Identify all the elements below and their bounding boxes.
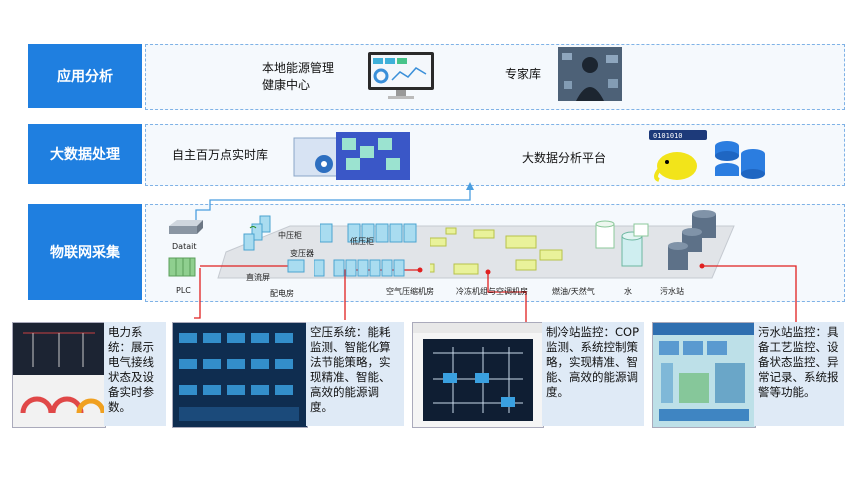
- realtime-db-label: 自主百万点实时库: [172, 148, 269, 162]
- power-system-screenshot: [12, 322, 106, 428]
- sewage-tanks: [664, 208, 724, 274]
- layer-label-text: 应用分析: [57, 69, 113, 85]
- plc-label: PLC: [176, 286, 191, 295]
- expert-image: [558, 47, 622, 101]
- hadoop-database-icon: 0101010: [645, 128, 775, 182]
- transformer-label: 变压器: [290, 249, 314, 258]
- layer-label-text: 大数据处理: [50, 147, 120, 163]
- fuel-gas-label: 燃油/天然气: [552, 287, 595, 296]
- low-voltage-cabinets: [313, 258, 414, 278]
- water-tanks: [590, 218, 660, 270]
- dc-screen-label: 直流屏: [246, 273, 270, 282]
- database-software-icon: [292, 132, 420, 182]
- medium-voltage-label: 中压柜: [278, 231, 302, 240]
- compressor-chiller-equipment: [419, 224, 580, 280]
- bigdata-platform-label: 大数据分析平台: [522, 151, 607, 165]
- air-compressor-desc: 空压系统：能耗监测、智能化算法节能策略，实现精准、智能、高效的能源调度。: [306, 322, 404, 426]
- layer-label-text: 物联网采集: [50, 245, 120, 261]
- air-compressor-room-label: 空气压缩机房: [386, 287, 434, 296]
- water-label: 水: [624, 287, 632, 296]
- sewage-station-desc: 污水站监控：具备工艺监控、设备状态监控、异常记录、系统报警等功能。: [754, 322, 844, 426]
- application-layer-box: [145, 44, 845, 110]
- transformer-icon: [286, 256, 306, 274]
- plc-icon: [168, 256, 196, 278]
- sewage-station-label: 污水站: [660, 287, 684, 296]
- energy-center-label: 本地能源管理 健康中心: [262, 61, 335, 92]
- cabinet-group-icon: [238, 214, 282, 260]
- layer-label-bigdata: 大数据处理: [28, 124, 142, 184]
- cooling-station-screenshot: [412, 322, 544, 428]
- monitor-icon: [366, 50, 436, 102]
- expert-library-label: 专家库: [505, 67, 542, 81]
- sewage-station-screenshot: [652, 322, 756, 428]
- datait-label: Datait: [172, 242, 197, 251]
- power-system-desc: 电力系统：展示电气接线状态及设备实时参数。: [104, 322, 166, 426]
- layer-label-iot: 物联网采集: [28, 204, 142, 300]
- air-compressor-screenshot: [172, 322, 308, 428]
- svg-text:0101010: 0101010: [653, 132, 683, 140]
- power-room-label: 配电房: [270, 289, 294, 298]
- chiller-room-label: 冷冻机组与空调机房: [456, 287, 528, 296]
- low-voltage-label: 低压柜: [350, 237, 374, 246]
- layer-label-application: 应用分析: [28, 44, 142, 108]
- medium-voltage-cabinets: [319, 222, 424, 244]
- router-icon: [167, 218, 205, 236]
- cooling-station-desc: 制冷站监控：COP监测、系统控制策略，实现精准、智能、高效的能源调度。: [542, 322, 644, 426]
